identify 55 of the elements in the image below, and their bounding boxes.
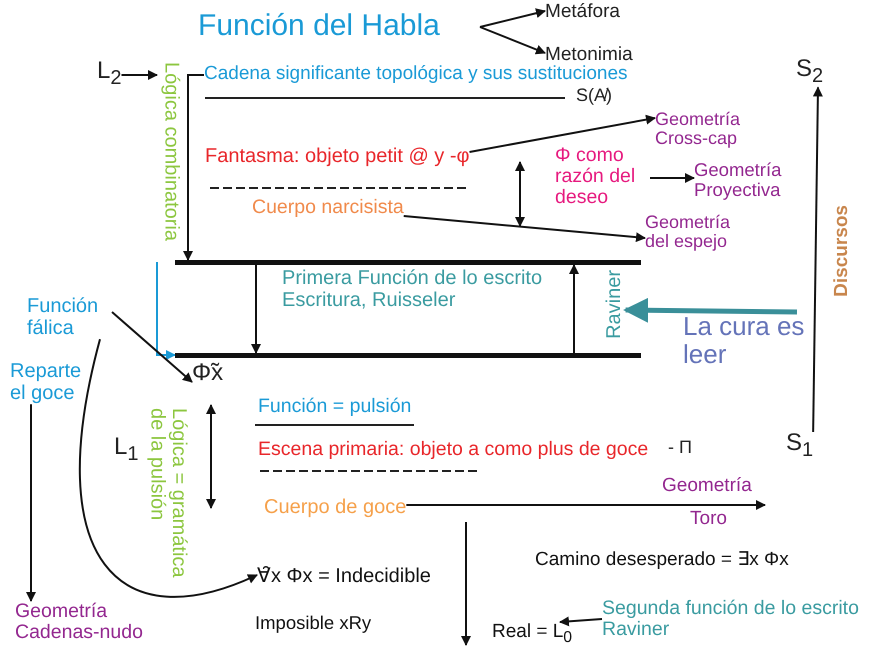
vertical-label: Raviner	[604, 270, 626, 339]
thick-bar	[175, 260, 641, 265]
concept-text: Imposible xRy	[255, 613, 372, 633]
concept-text: Función fálica	[27, 296, 112, 340]
concept-text: Cuerpo de goce	[264, 497, 406, 519]
formula-text: - Π	[668, 438, 692, 458]
arrow	[26, 404, 36, 602]
formula-text: Real = L$_{0}$	[492, 622, 572, 646]
concept-text: Función = pulsión	[258, 396, 412, 418]
concept-text: La cura es leer	[683, 312, 823, 368]
concept-text: Escena primaria: objeto a como plus de goce	[258, 439, 648, 460]
arrow	[406, 500, 766, 510]
concept-text: Segunda función de lo escrito Raviner	[602, 598, 871, 640]
variable-label: L$_{1}$	[114, 434, 138, 466]
arrow	[469, 114, 656, 153]
term-label: Metáfora	[545, 2, 620, 23]
arrow	[156, 262, 176, 360]
concept-text: Reparte el goce	[10, 361, 95, 404]
geometry-label: Geometría	[662, 476, 752, 497]
arrow	[251, 265, 261, 354]
arrow	[121, 70, 158, 80]
arrow	[404, 215, 646, 242]
concept-text: Primera Función de lo escrito Escritura, Ruisseler	[282, 268, 582, 312]
concept-text: Φ como razón del deseo	[555, 145, 650, 208]
vertical-label: Lógica = gramática de la pulsión	[146, 408, 190, 580]
formula-text: Camino desesperado = ∃x Φx	[535, 550, 789, 571]
arrow	[480, 8, 546, 28]
geometry-label: Toro	[690, 509, 727, 530]
geometry-label: Geometría Cross-cap	[655, 110, 765, 149]
formula-text: S(A̸)	[576, 86, 612, 106]
arrow	[623, 298, 798, 323]
arrow	[480, 26, 546, 54]
heading-text: Cadena significante topológica y sus sustituciones	[204, 64, 628, 85]
arrow	[111, 311, 193, 383]
arrow	[569, 264, 579, 353]
formula-text: ∀̑x Φx = Indecidible	[257, 566, 431, 588]
arrow	[650, 173, 695, 183]
variable-label: L$_{2}$	[97, 58, 122, 90]
geometry-label: Geometría Proyectiva	[694, 160, 804, 200]
thick-bar	[175, 353, 641, 358]
concept-text: Fantasma: objeto petit @ y -φ	[205, 146, 470, 168]
geometry-label: Geometría del espejo	[645, 213, 755, 252]
edge-label: Lógica combinatoria	[160, 62, 182, 241]
arrow	[183, 74, 204, 261]
edge-label: Discursos	[832, 205, 853, 297]
formula-text: Φ̃x	[192, 360, 224, 386]
geometry-label: Geometría Cadenas-nudo	[15, 601, 165, 644]
concept-text: Cuerpo narcisista	[252, 197, 404, 218]
arrow	[559, 616, 602, 626]
title: Función del Habla	[198, 10, 440, 42]
variable-label: S$_{2}$	[796, 56, 824, 88]
arrow	[812, 86, 823, 432]
arrow	[79, 338, 258, 598]
term-label: Metonimia	[545, 45, 633, 66]
variable-label: S$_{1}$	[786, 430, 814, 462]
